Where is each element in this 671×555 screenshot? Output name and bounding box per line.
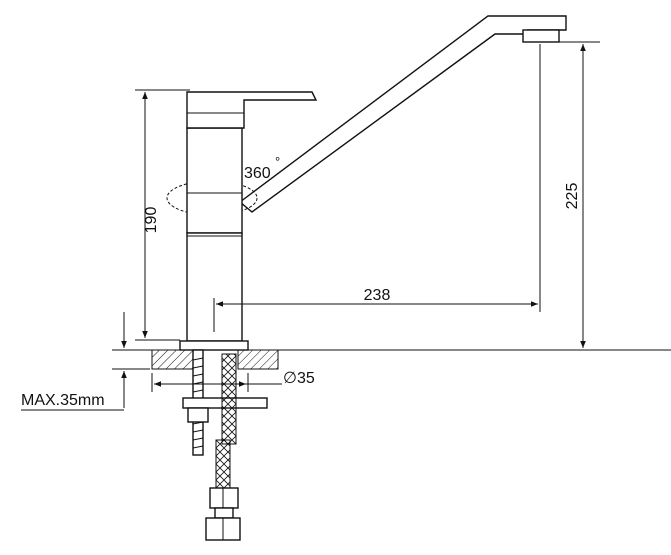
dim-max-label: MAX.35mm: [21, 392, 105, 409]
supply-hose-short: [221, 353, 237, 445]
mounting-nut: [187, 407, 209, 423]
supply-hose-long: [215, 439, 231, 489]
faucet-body-upper: [186, 127, 243, 234]
dim-225-label: 225: [564, 183, 581, 210]
spout-aerator: [522, 29, 560, 43]
rotation-degree-symbol: °: [275, 154, 280, 169]
hose-fitting-nut: [209, 487, 239, 509]
spout-arm: [238, 15, 567, 213]
dim-238-label: 238: [364, 287, 391, 304]
countertop-section-right: [237, 349, 279, 370]
rotation-label: 360: [244, 165, 271, 182]
base-flange: [179, 340, 249, 351]
dim-190-label: 190: [143, 207, 160, 234]
lever-handle: [186, 91, 318, 129]
dim-diameter-label: ∅35: [283, 370, 315, 387]
